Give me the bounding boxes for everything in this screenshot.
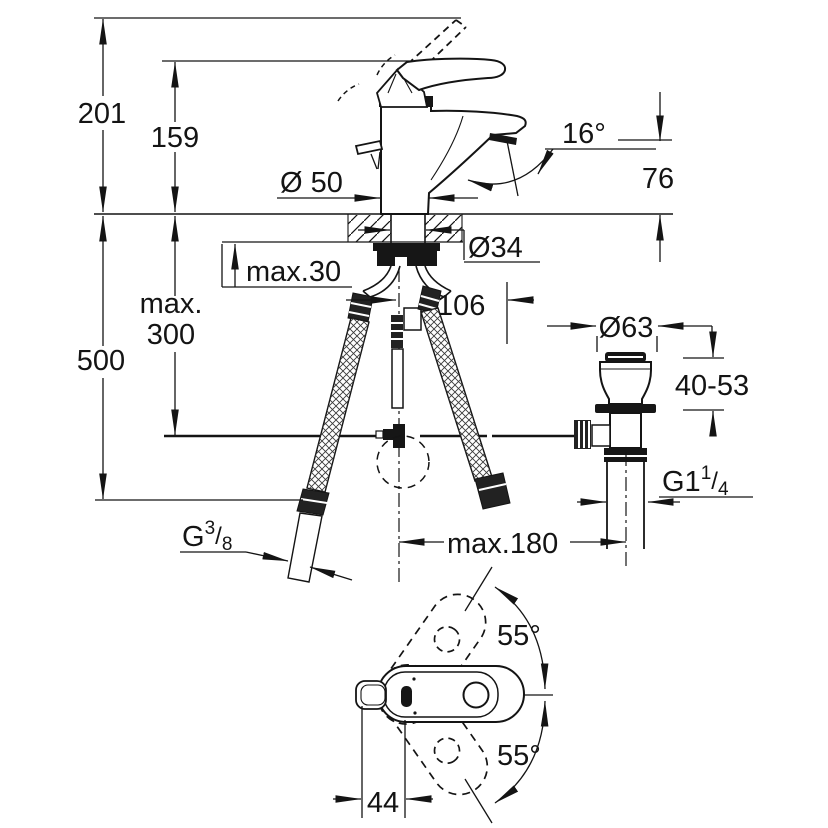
faucet-body-outline	[380, 102, 527, 215]
hose-tube-end	[287, 512, 323, 583]
slip-nut	[604, 448, 647, 455]
dim-base-diameter-label: Ø 50	[280, 167, 343, 199]
supply-hose-right	[417, 285, 511, 510]
dim-hole-diameter: Ø34	[358, 226, 540, 264]
popup-waste-assembly	[574, 352, 656, 568]
dim-reach-label: max.180	[447, 528, 558, 560]
supply-hose-left	[287, 292, 374, 583]
dim-reach: max.180	[398, 528, 627, 560]
aerator	[489, 133, 517, 145]
swivel-arc-upper	[494, 586, 549, 690]
dim-deck-thickness-label: max.30	[246, 256, 341, 288]
dim-drain-offset: 106	[346, 282, 534, 344]
dim-hose-drop: max. 300	[140, 215, 203, 436]
dim-hose-drop-label2: 300	[147, 319, 195, 351]
dim-spray-angle: 16°	[467, 118, 656, 192]
faucet-body-side-view	[337, 19, 527, 215]
waste-flange	[595, 404, 656, 413]
stream-angle-line	[506, 140, 519, 197]
dim-waste-diameter-label: Ø63	[599, 312, 654, 344]
under-counter-assembly	[164, 243, 656, 585]
spout-tab-top-view	[355, 680, 387, 710]
dim-drain-offset-label: 106	[437, 290, 485, 322]
popup-knob	[354, 139, 384, 156]
dim-supply-thread: G3/8	[180, 518, 353, 581]
counter-deck	[94, 213, 673, 243]
ball-joint-circle	[376, 435, 430, 489]
dim-waste-height-range-label: 40-53	[675, 370, 749, 402]
top-view-swivel: 55° 55° 44	[333, 566, 553, 824]
dim-handle-width: 44	[333, 706, 433, 819]
dim-deck-thickness: max.30	[221, 243, 352, 288]
dim-waste-diameter: Ø63	[547, 312, 712, 352]
rod-boss	[591, 424, 611, 447]
handle-position-up-dashed	[377, 593, 487, 725]
dim-total-height: 201	[78, 18, 126, 213]
dim-hose-length: 500	[77, 215, 303, 501]
handle-hole	[462, 681, 490, 709]
dim-waste-thread: G11/4	[577, 463, 753, 506]
dim-supply-thread-label: G3/8	[182, 518, 232, 555]
popup-horizontal-rod	[164, 424, 576, 448]
deck-hatch-right	[425, 215, 462, 242]
dim-body-height: 159	[151, 61, 199, 213]
lever-handle	[395, 57, 507, 92]
popup-lift-rod	[391, 307, 422, 409]
dim-body-height-label: 159	[151, 122, 199, 154]
dim-waste-thread-label: G11/4	[662, 463, 729, 500]
dim-total-height-label: 201	[78, 98, 126, 130]
dim-hole-diameter-label: Ø34	[468, 232, 523, 264]
dim-hose-length-label: 500	[77, 345, 125, 377]
deck-hatch-left	[348, 215, 391, 242]
dim-handle-width-label: 44	[367, 787, 399, 819]
dimensions: 201 159 500 max. 300 Ø 50	[77, 17, 758, 581]
dim-spout-height-label: 76	[642, 163, 674, 195]
handle-slot	[401, 686, 412, 707]
dim-base-diameter: Ø 50	[277, 167, 478, 202]
dim-hose-drop-label1: max.	[140, 288, 203, 320]
mounting-washer	[373, 243, 440, 251]
dim-swivel-up-label: 55°	[497, 620, 541, 652]
dim-spout-height: 76	[618, 92, 674, 262]
dim-spray-angle-label: 16°	[562, 118, 606, 150]
dim-swivel-down-label: 55°	[497, 740, 541, 772]
dim-waste-height-range: 40-53	[668, 326, 758, 437]
swivel-arc-lower	[494, 700, 549, 804]
